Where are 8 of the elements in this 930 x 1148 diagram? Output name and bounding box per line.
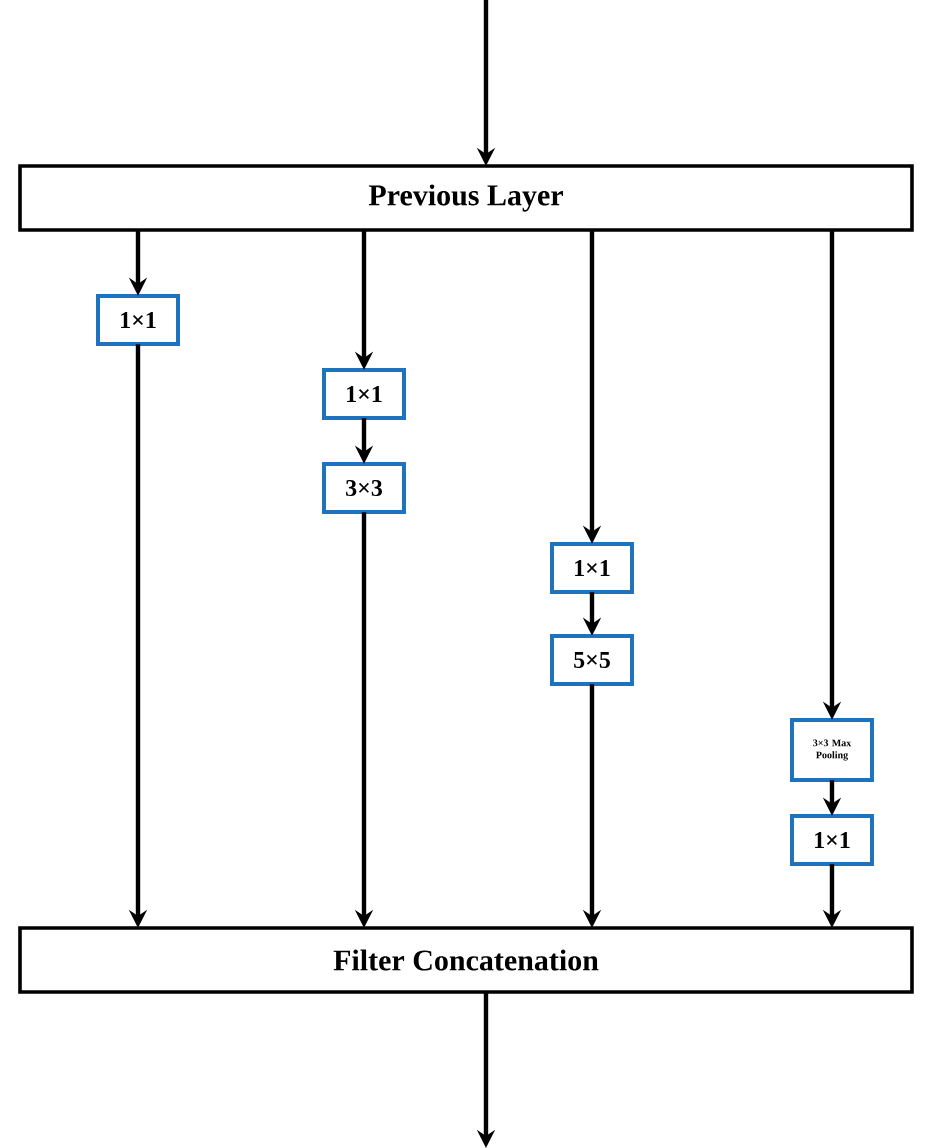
operation-box: 1×1 bbox=[550, 542, 634, 594]
layer-box: Filter Concatenation bbox=[18, 926, 914, 994]
operation-box: 5×5 bbox=[550, 634, 634, 686]
operation-box: 3×3 bbox=[322, 462, 406, 514]
operation-box: 1×1 bbox=[790, 814, 874, 866]
operation-box: 1×1 bbox=[322, 368, 406, 420]
operation-box: 1×1 bbox=[96, 294, 180, 346]
layer-box: Previous Layer bbox=[18, 164, 914, 232]
